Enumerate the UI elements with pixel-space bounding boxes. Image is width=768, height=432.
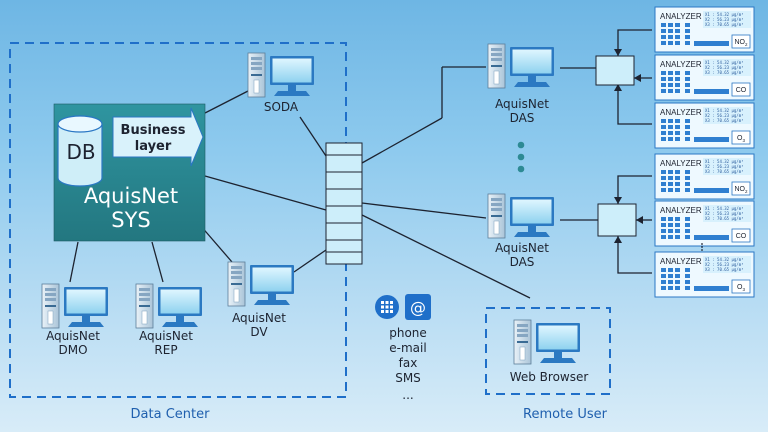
svg-text:X3 : 70.65 μg/m³: X3 : 70.65 μg/m³ (705, 22, 744, 27)
link-mux2-analyzer4 (617, 175, 652, 204)
dv-label-line1: AquisNet (232, 311, 286, 325)
svg-text:X2 : 56.23 μg/m³: X2 : 56.23 μg/m³ (705, 65, 744, 70)
db-label: DB (66, 140, 95, 164)
svg-text:X3 : 70.65 μg/m³: X3 : 70.65 μg/m³ (705, 118, 744, 123)
rep-label-line2: REP (154, 343, 177, 357)
business-label: Business (121, 123, 186, 138)
das-top-computer: AquisNet DAS (487, 43, 555, 125)
at-symbol: @ (410, 298, 426, 317)
link-sys-dmo (69, 241, 79, 283)
remote-user-boundary (485, 307, 611, 395)
channel-fax: fax (399, 356, 418, 370)
rep-label-line1: AquisNet (139, 329, 193, 343)
channel-email: e-mail (389, 341, 426, 355)
multiplexer-top (595, 55, 635, 86)
das-bottom-label-line1: AquisNet (495, 241, 549, 255)
svg-text:X2 : 56.23 μg/m³: X2 : 56.23 μg/m³ (705, 113, 744, 118)
rep-computer: AquisNet REP (135, 283, 203, 357)
link-hub-das-top (361, 117, 443, 164)
dmo-computer: AquisNet DMO (41, 283, 109, 357)
aquisnet-sys-block: DB Business layer AquisNet SYS (53, 103, 206, 242)
analyzer-4-title: ANALYZER (660, 159, 702, 168)
analyzer-ellipsis-dots (701, 243, 703, 251)
analyzer-3-gas: O3 (737, 135, 745, 143)
soda-label: SODA (264, 100, 299, 114)
email-icon: @ (405, 294, 431, 320)
dmo-label-line2: DMO (58, 343, 87, 357)
sys-name-line2: SYS (111, 208, 151, 232)
analyzer-2-gas: CO (736, 87, 747, 94)
data-center-label: Data Center (131, 407, 211, 422)
analyzer-1-title: ANALYZER (660, 12, 702, 21)
link-sys-rep (151, 241, 164, 283)
link-dv-hub (293, 249, 327, 273)
svg-text:X2 : 56.23 μg/m³: X2 : 56.23 μg/m³ (705, 211, 744, 216)
browser-label: Web Browser (510, 370, 589, 384)
das-bottom-computer: AquisNet DAS (487, 193, 555, 269)
svg-text:X1 : 54.32 μg/m³: X1 : 54.32 μg/m³ (705, 159, 744, 164)
analyzer-3-title: ANALYZER (660, 108, 702, 117)
channel-sms: SMS (395, 371, 421, 385)
svg-text:X2 : 56.23 μg/m³: X2 : 56.23 μg/m³ (705, 164, 744, 169)
business-layer-arrow (112, 107, 204, 167)
analyzer-5-title: ANALYZER (660, 206, 702, 215)
das-bottom-label-line2: DAS (510, 255, 535, 269)
browser-computer: Web Browser (510, 319, 589, 384)
analyzer-5: ANALYZER X1 : 54.32 μg/m³ X2 : 56.23 μg/… (654, 200, 755, 247)
analyzer-1-gas: NO2 (734, 39, 748, 47)
svg-text:X1 : 54.32 μg/m³: X1 : 54.32 μg/m³ (705, 257, 744, 262)
analyzer-6: ANALYZER X1 : 54.32 μg/m³ X2 : 56.23 μg/… (654, 251, 755, 298)
svg-text:X3 : 70.65 μg/m³: X3 : 70.65 μg/m³ (705, 169, 744, 174)
database-icon (57, 115, 103, 187)
svg-text:X2 : 56.23 μg/m³: X2 : 56.23 μg/m³ (705, 262, 744, 267)
connection-lines (69, 29, 652, 299)
remote-user-label: Remote User (523, 407, 608, 422)
analyzer-4: ANALYZER X1 : 54.32 μg/m³ X2 : 56.23 μg/… (654, 153, 755, 200)
link-soda-hub (299, 116, 327, 157)
dv-label-line2: DV (250, 325, 268, 339)
dmo-label-line1: AquisNet (46, 329, 100, 343)
svg-text:X1 : 54.32 μg/m³: X1 : 54.32 μg/m³ (705, 108, 744, 113)
svg-text:X3 : 70.65 μg/m³: X3 : 70.65 μg/m³ (705, 216, 744, 221)
soda-computer: SODA (247, 52, 315, 114)
channel-more: ... (402, 388, 413, 402)
link-mux1-analyzer1 (617, 29, 652, 56)
analyzer-arrowheads (614, 49, 643, 243)
sys-name-line1: AquisNet (84, 184, 178, 208)
analyzer-2-title: ANALYZER (660, 60, 702, 69)
phone-icon (375, 295, 399, 319)
link-hub-das-bottom (361, 202, 487, 219)
analyzer-5-gas: CO (736, 233, 747, 240)
multiplexer-bottom (597, 203, 637, 237)
analyzer-2: ANALYZER X1 : 54.32 μg/m³ X2 : 56.23 μg/… (654, 54, 755, 101)
svg-text:X1 : 54.32 μg/m³: X1 : 54.32 μg/m³ (705, 12, 744, 17)
link-mux1-analyzer3 (617, 84, 652, 125)
das-top-label-line1: AquisNet (495, 97, 549, 111)
das-top-label-line2: DAS (510, 111, 535, 125)
svg-text:X1 : 54.32 μg/m³: X1 : 54.32 μg/m³ (705, 60, 744, 65)
svg-text:X1 : 54.32 μg/m³: X1 : 54.32 μg/m³ (705, 206, 744, 211)
layer-label: layer (135, 139, 172, 154)
network-hub (325, 142, 363, 265)
link-sys-hub (204, 175, 327, 211)
analyzer-6-gas: O3 (737, 284, 745, 292)
analyzer-3: ANALYZER X1 : 54.32 μg/m³ X2 : 56.23 μg/… (654, 102, 755, 149)
analyzer-1: ANALYZER X1 : 54.32 μg/m³ X2 : 56.23 μg/… (654, 6, 755, 53)
comm-channels-list: phone e-mail fax SMS ... (389, 326, 427, 402)
channel-phone: phone (389, 326, 427, 340)
analyzer-4-gas: NO2 (734, 186, 748, 194)
link-sys-dv (199, 224, 233, 263)
dv-computer: AquisNet DV (227, 261, 295, 339)
das-ellipsis-dots (517, 141, 525, 173)
analyzer-6-title: ANALYZER (660, 257, 702, 266)
link-sys-soda (204, 89, 251, 114)
link-hub-browser (361, 214, 531, 299)
svg-text:X3 : 70.65 μg/m³: X3 : 70.65 μg/m³ (705, 70, 744, 75)
link-mux2-analyzer6 (617, 236, 652, 274)
svg-text:X3 : 70.65 μg/m³: X3 : 70.65 μg/m³ (705, 267, 744, 272)
svg-text:X2 : 56.23 μg/m³: X2 : 56.23 μg/m³ (705, 17, 744, 22)
